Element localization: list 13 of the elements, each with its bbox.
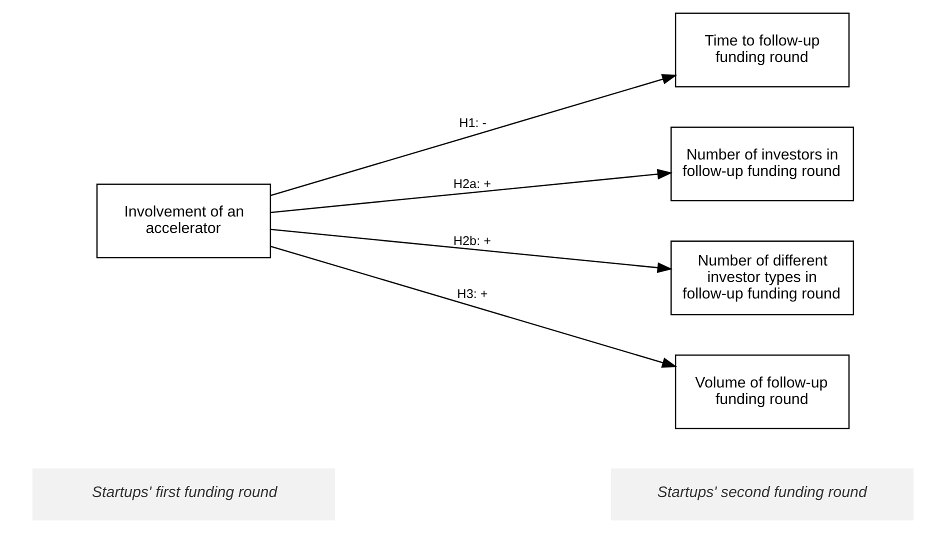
node-box: Volume of follow-up funding round [674,354,850,430]
edge-label: H3: + [456,287,488,302]
node-box: Number of investors in follow-up funding round [670,126,854,202]
arrow [270,168,672,214]
node-box: Involvement of an accelerator [96,184,271,258]
edge-label: H2b: + [452,234,491,248]
arrow [270,74,677,196]
node-box: Time to follow-up funding round [674,12,850,88]
edge-label: H2a: + [452,177,491,192]
arrow [270,246,677,368]
node-box: Number of different investor types in follow-up funding round [670,240,854,316]
arrow [270,228,672,273]
edge-label: H1: - [458,116,486,130]
